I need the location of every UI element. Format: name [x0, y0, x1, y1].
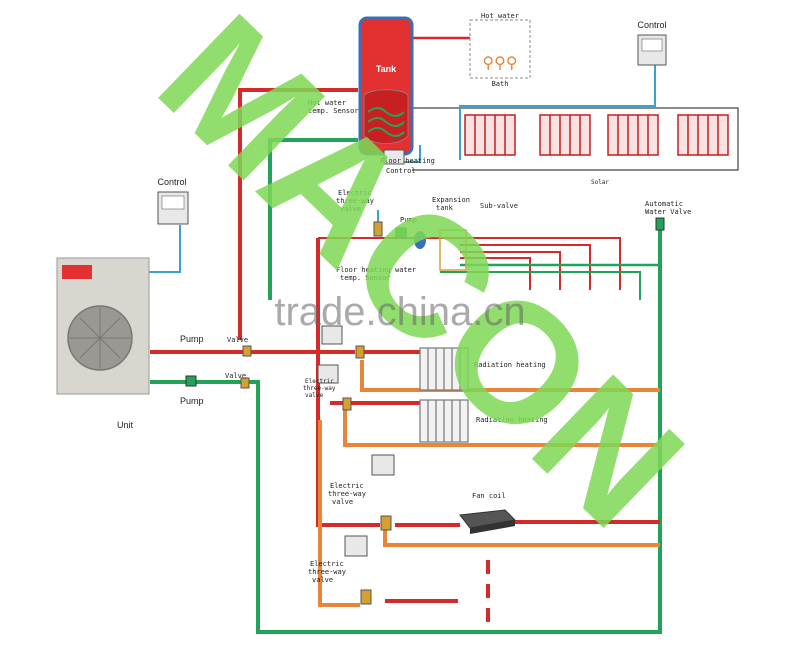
- electric-valve-radiator-1: [355, 345, 365, 359]
- watermark-brand-text: MACON: [124, 0, 718, 563]
- pump-upper-label: Pump: [180, 334, 204, 344]
- radiation-heating-label-2: Radiation heating: [476, 416, 548, 424]
- floor-sensor-label-2: temp. Sensor: [340, 274, 391, 282]
- radiator-2: [419, 399, 469, 443]
- floor-heating-control-label-1: Floor heating: [380, 157, 435, 165]
- electric-valve-top: [373, 221, 383, 237]
- valve-lower: [240, 377, 250, 389]
- pump-mid-label: Pump: [400, 216, 417, 224]
- valve-upper-label: Valve: [227, 336, 248, 344]
- control-wire-top: [459, 65, 656, 160]
- radiation-heating-label-1: Radiation heating: [474, 361, 546, 369]
- control-panel-top: Control: [637, 20, 667, 66]
- valve-upper: [242, 345, 252, 357]
- control-top-label: Control: [637, 20, 666, 30]
- solar-radiator-3: [607, 114, 659, 156]
- electric-valve-mid-label-2: three-way: [328, 490, 366, 498]
- expansion-tank-label-2: tank: [436, 204, 454, 212]
- watermark-site: trade.china.cn: [274, 290, 525, 334]
- water-tank: Tank: [358, 16, 414, 156]
- outdoor-unit: Unit: [56, 257, 150, 430]
- electric-valve-radiator-2: [342, 397, 352, 411]
- electric-valve-small-label-3: valve: [305, 392, 323, 399]
- cold-pipe-floor-2: [440, 271, 641, 300]
- hot-water-label: Hot water: [481, 12, 519, 20]
- hot-pipe-main: [238, 88, 358, 340]
- cold-pipe-tank: [268, 138, 358, 300]
- watermark-brand: MACON: [124, 0, 718, 563]
- auto-water-valve: [655, 217, 665, 231]
- floor-heating-control-label-2: Control: [386, 167, 416, 175]
- expansion-tank-label-1: Expansion: [432, 196, 470, 204]
- control-wire-left: [138, 225, 181, 273]
- sub-valve-manifold: [439, 229, 467, 271]
- return-pipe-radiator-1: [360, 360, 660, 392]
- solar-label: Solar: [591, 179, 609, 186]
- electric-valve-fancoil: [380, 515, 392, 531]
- electric-valve-bottom-label-2: three-way: [308, 568, 346, 576]
- electric-valve-top-label-1: Electric: [338, 189, 372, 197]
- tank-label: Tank: [376, 64, 397, 74]
- sub-valve-label: Sub-valve: [480, 202, 518, 210]
- hot-pipe-floor-2: [460, 244, 591, 290]
- electric-valve-top-label-2: three-way: [336, 197, 374, 205]
- control-panel-left: Control: [157, 177, 189, 225]
- solar-radiator-1: [464, 114, 516, 156]
- floor-sensor-label-1: Floor heating water: [336, 266, 416, 274]
- control-wire-floor: [398, 145, 421, 163]
- bath-fixture: Hot water ⚲⚲⚲ Bath: [469, 12, 531, 88]
- hot-water-sensor-label-1: Hot water: [308, 99, 346, 107]
- electric-valve-bottom-label-1: Electric: [310, 560, 344, 568]
- return-pipe-fancoil: [383, 525, 660, 547]
- electric-valve-bottom: [360, 589, 372, 605]
- fan-coil: [459, 509, 517, 534]
- pump-lower-label: Pump: [180, 396, 204, 406]
- expansion-tank: [414, 231, 426, 249]
- electric-valve-mid-label-3: valve: [332, 498, 353, 506]
- electric-valve-top-label-3: valve: [340, 205, 361, 213]
- pump-lower: [185, 375, 197, 387]
- return-pipe-radiator-2: [343, 405, 660, 447]
- auto-water-valve-label-2: Water Valve: [645, 208, 691, 216]
- electric-valve-bottom-label-3: valve: [312, 576, 333, 584]
- cold-pipe-loop: [150, 225, 662, 634]
- pump-mid: [395, 227, 407, 239]
- hot-pipe-radiator-row: [412, 107, 739, 171]
- hot-pipe-floor-3: [460, 251, 561, 290]
- control-panels-small: [317, 325, 395, 557]
- solar-radiators: [464, 114, 729, 156]
- bath-label: Bath: [492, 80, 509, 88]
- return-pipe-vertical: [318, 420, 360, 607]
- control-panel-floor: [383, 149, 405, 165]
- shower-head-icons: ⚲⚲⚲: [482, 53, 517, 72]
- electric-valve-small-label-1: Electric: [305, 378, 334, 385]
- radiator-1: [419, 347, 469, 391]
- solar-radiator-2: [539, 114, 591, 156]
- valve-lower-label: Valve: [225, 372, 246, 380]
- hot-water-sensor-label-2: temp. Sensor: [308, 107, 359, 115]
- fan-coil-label: Fan coil: [472, 492, 506, 500]
- electric-valve-small-label-2: three-way: [303, 385, 336, 392]
- auto-water-valve-label-1: Automatic: [645, 200, 683, 208]
- control-left-label: Control: [157, 177, 186, 187]
- solar-radiator-4: [677, 114, 729, 156]
- electric-valve-mid-label-1: Electric: [330, 482, 364, 490]
- pipes: [138, 36, 739, 634]
- hot-pipe-floor-4: [460, 257, 531, 290]
- unit-label: Unit: [117, 420, 134, 430]
